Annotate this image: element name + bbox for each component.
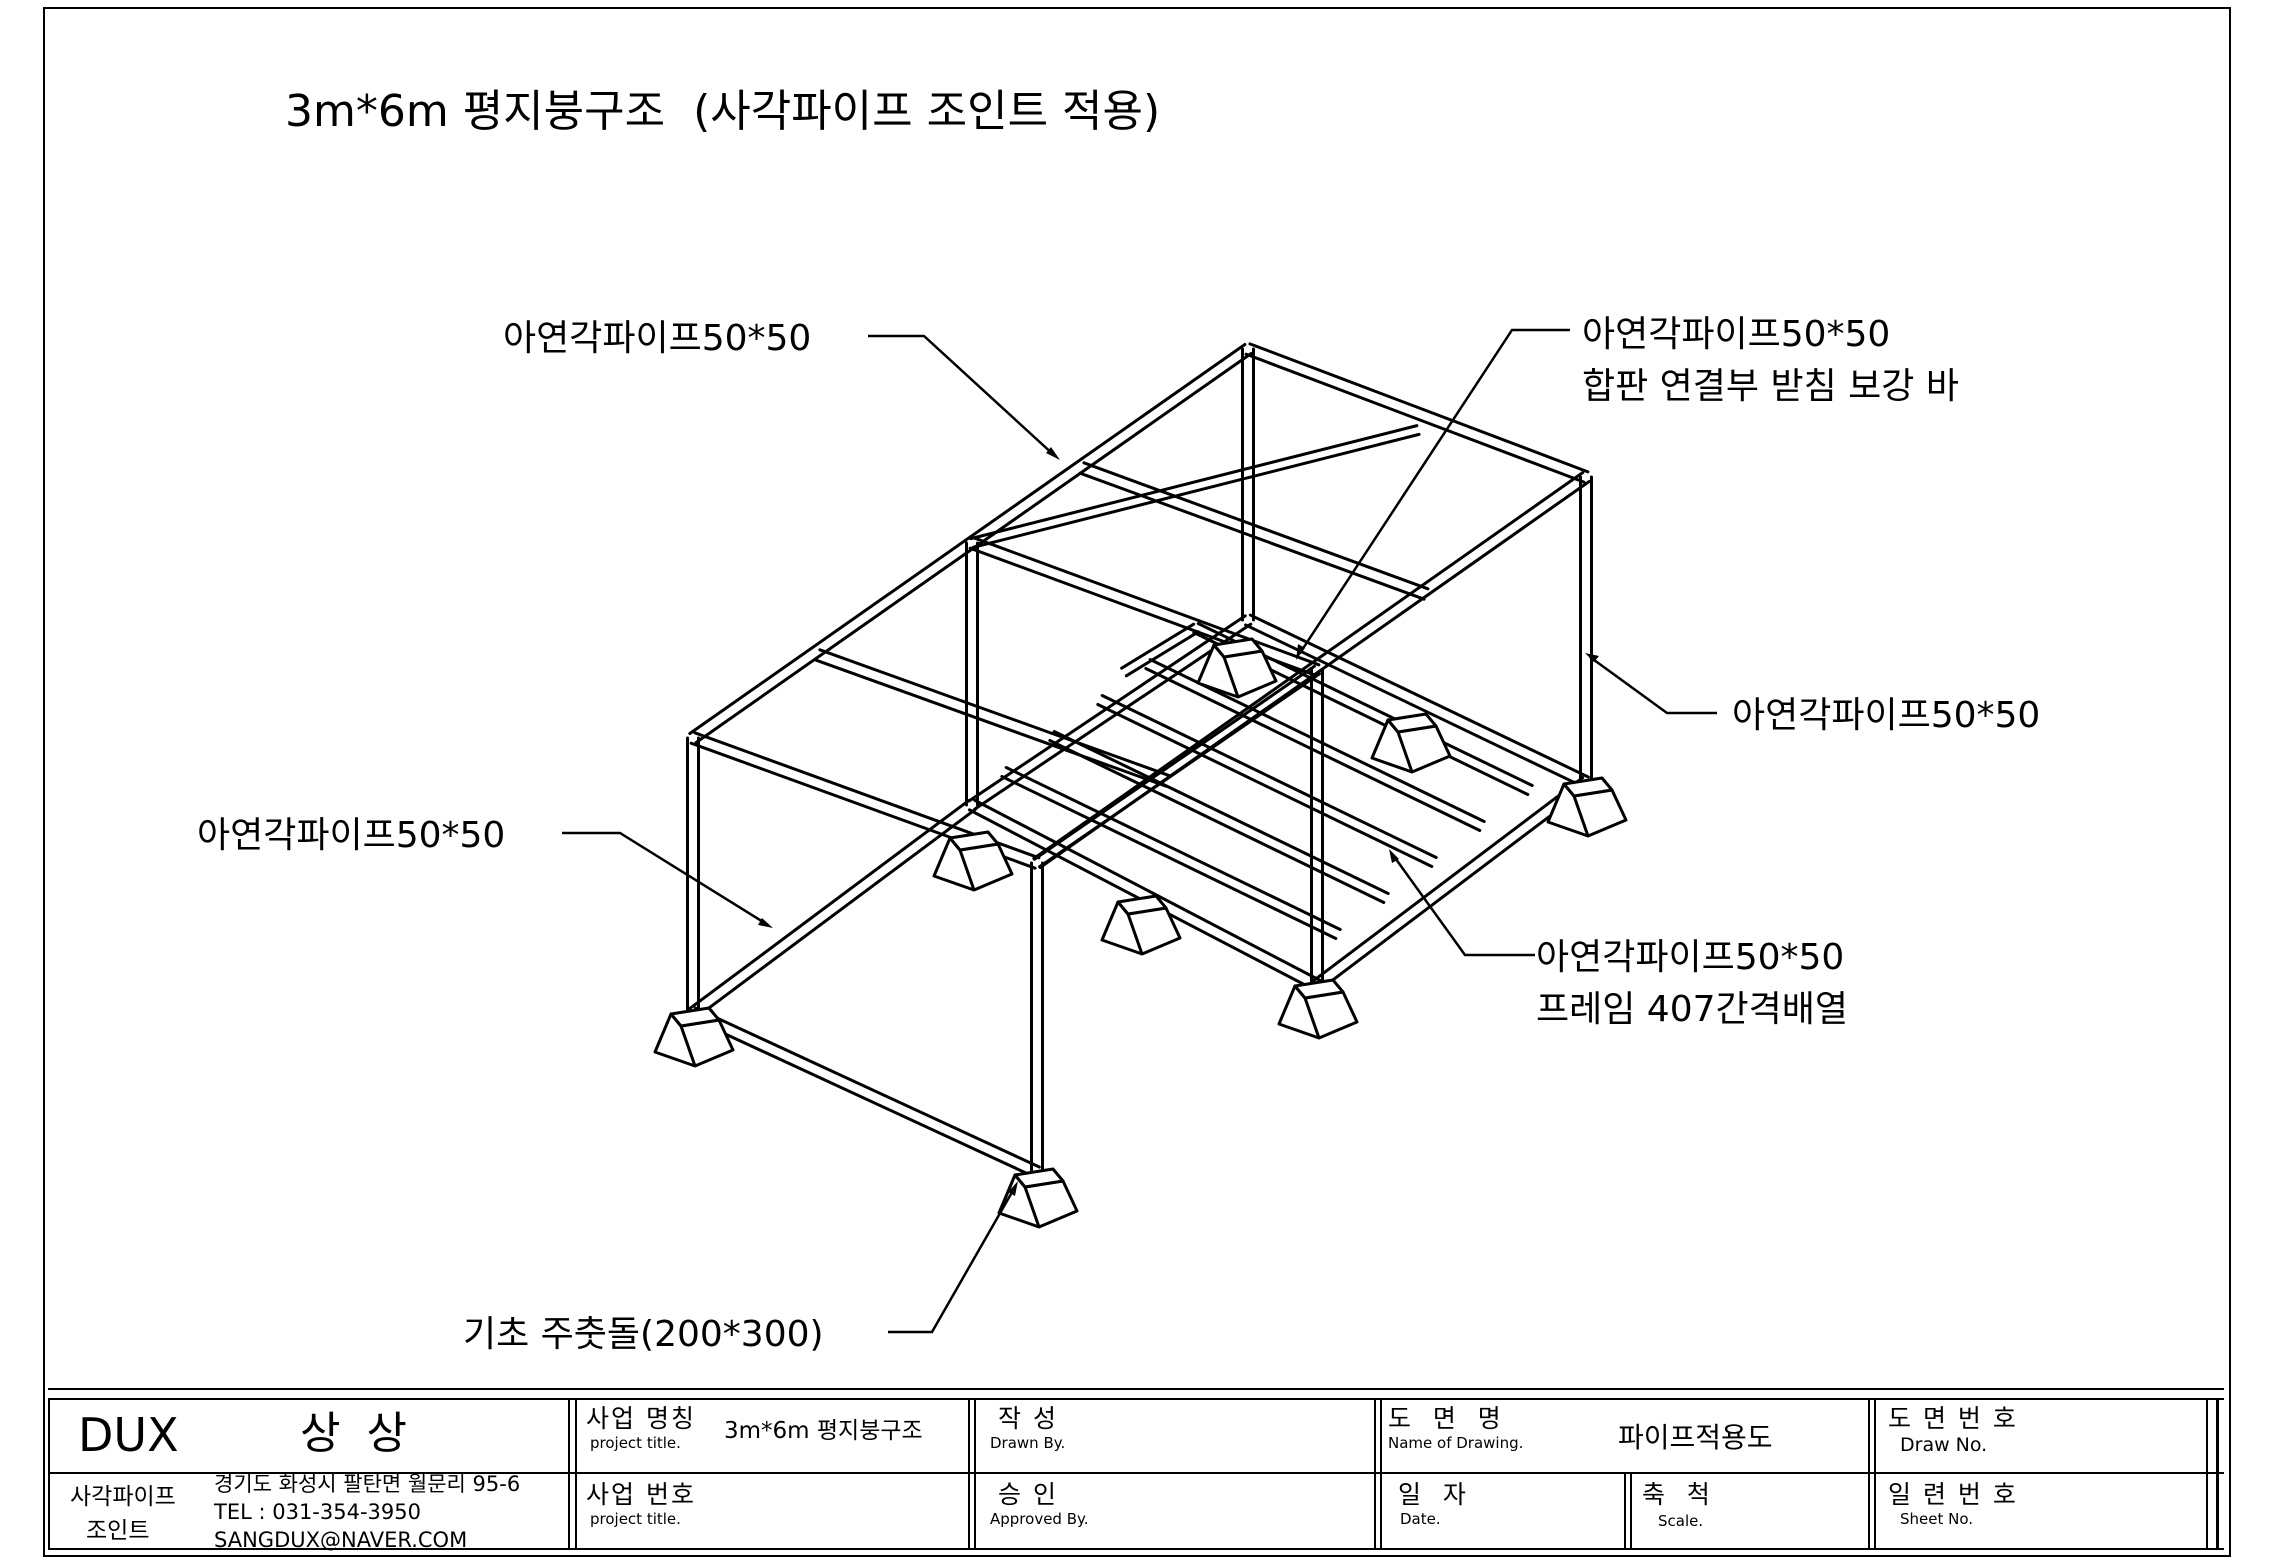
foundation-stone-back-left [1196,637,1278,699]
company-product-line1: 사각파이프 [70,1484,176,1510]
arrowhead-right [1585,653,1599,662]
foundation-stones [653,637,1628,1229]
post-middle-right [1310,668,1324,987]
foundation-stone-front-right [997,1167,1079,1229]
foundation-stone-back-right [1546,776,1628,838]
pipe-top-middle-long [969,424,1421,549]
pipe-top-back-short [1244,342,1590,484]
foundation-stone-middle-left [932,830,1014,892]
date-label: 일 자 [1398,1480,1468,1509]
project-title-label-en: project title. [590,1434,681,1452]
company-tel: TEL : 031-354-3950 [214,1500,421,1524]
company-name: 상 상 [300,1408,413,1459]
pipe-floor-joist-3 [1096,694,1438,868]
pipe-bottom-left-long [967,614,1253,811]
pipe-top-cross-3 [814,648,1172,788]
draw-no-label: 도 면 번 호 [1888,1404,2018,1433]
leader-bottom-right [1391,854,1535,957]
pipe-top-left-long [688,342,1253,745]
approved-by-label: 승 인 [998,1480,1058,1509]
sheet-no-label: 일 련 번 호 [1888,1480,2018,1509]
label-bottom-right-pipe-line2: 프레임 407간격배열 [1536,989,1848,1030]
leader-left [562,831,769,927]
post-back-left [1241,347,1255,622]
post-back-right [1579,475,1593,784]
foundation-stone-back-middle [1370,712,1452,774]
drawing-title: 3m*6m 평지붕구조 (사각파이프 조인트 적용) [285,86,1160,137]
label-top-right-pipe-line1: 아연각파이프50*50 [1582,314,1890,355]
scale-label-en: Scale. [1658,1512,1704,1530]
project-title-label: 사업 명칭 [586,1404,696,1433]
post-front-right [1030,861,1044,1174]
project-title-value: 3m*6m 평지붕구조 [724,1418,923,1444]
drawing-name-label-en: Name of Drawing. [1388,1434,1524,1452]
date-label-en: Date. [1400,1510,1441,1528]
leader-lines [562,328,1717,1334]
scale-label: 축 척 [1642,1480,1712,1509]
leader-top-left [868,334,1056,457]
title-block: DUX 상 상 사각파이프 조인트 경기도 화성시 팔탄면 월문리 95-6 T… [48,1388,2224,1560]
drawing-name-value: 파이프적용도 [1618,1421,1773,1454]
label-bottom-right-pipe-line1: 아연각파이프50*50 [1536,937,1844,978]
drawn-by-label: 작 성 [998,1404,1058,1433]
label-top-right-pipe-line2: 합판 연결부 받침 보강 바 [1582,366,1959,407]
project-no-label: 사업 번호 [586,1480,696,1509]
leader-right [1589,655,1717,715]
company-brand: DUX [78,1408,179,1462]
foundation-stone-front-left [653,1006,735,1068]
arrowhead-bottom-right [1389,849,1399,863]
drawn-by-label-en: Drawn By. [990,1434,1066,1452]
leader-foundation [888,1186,1017,1334]
pipe-floor-joist-5 [1000,766,1342,940]
arrowhead-foundation [1008,1181,1018,1196]
project-no-label-en: project title. [590,1510,681,1528]
approved-by-label-en: Approved By. [990,1510,1089,1528]
pipe-frame [686,342,1593,1179]
pipe-bottom-joist-start [1120,622,1200,678]
pipe-bottom-front-short [689,1006,1041,1179]
drawing-name-label: 도 면 명 [1388,1404,1503,1433]
label-top-left-pipe: 아연각파이프50*50 [503,318,811,359]
draw-no-label-en: Draw No. [1900,1434,1988,1456]
pipe-bottom-right-long [1312,776,1591,991]
arrowhead-top-right [1296,644,1305,660]
pipe-floor-joist-4 [1048,730,1390,904]
pipe-top-right-inner [1032,664,1322,869]
sheet-no-label-en: Sheet No. [1900,1510,1974,1528]
pipe-bottom-left-short [688,799,977,1019]
foundation-stone-middle-front [1100,894,1182,956]
arrowhead-left [758,918,773,928]
leader-top-right [1298,328,1570,654]
leader-arrowheads [758,447,1599,1196]
arrowhead-top-left [1046,447,1060,460]
post-middle-left [965,541,979,807]
drawing-border [43,7,2231,1557]
foundation-stone-middle-right [1277,978,1359,1040]
company-email: SANGDUX@NAVER.COM [214,1528,468,1552]
label-right-pipe: 아연각파이프50*50 [1732,695,2040,736]
label-left-pipe: 아연각파이프50*50 [197,815,505,856]
label-foundation: 기초 주춧돌(200*300) [463,1314,824,1355]
company-address: 경기도 화성시 팔탄면 월문리 95-6 [214,1472,521,1496]
company-product-line2: 조인트 [86,1518,150,1544]
